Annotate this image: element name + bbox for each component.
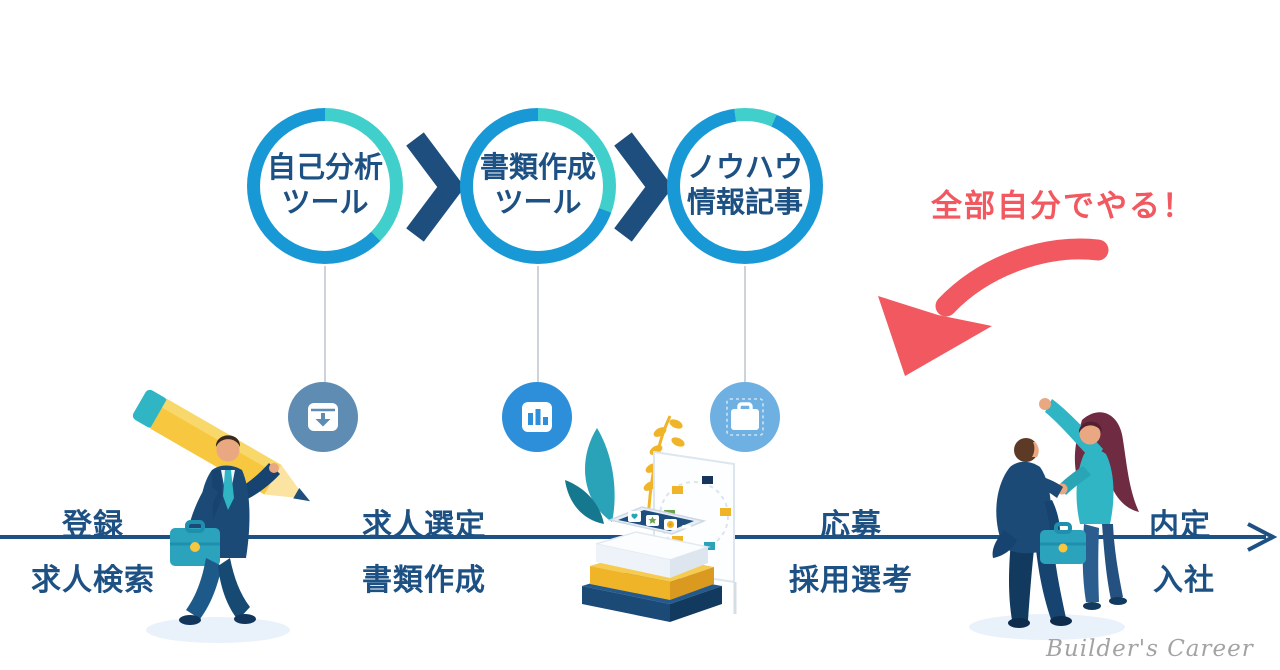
tool-step-1-label: 自己分析 ツール: [260, 121, 390, 251]
tool-step-2: 書類作成 ツール: [460, 108, 616, 264]
bar-chart-icon: [502, 382, 572, 452]
tool-step-1: 自己分析 ツール: [247, 108, 403, 264]
connector-line: [324, 266, 326, 382]
stage-3-top-label: 応募: [820, 509, 882, 542]
brand-watermark: Builder's Career: [1046, 636, 1254, 662]
books-phone-illustration: [565, 415, 737, 622]
handshake-illustration: [969, 398, 1139, 640]
tool-step-3: ノウハウ 情報記事: [667, 108, 823, 264]
tool-step-2-line1: 書類作成: [479, 151, 596, 184]
download-box-glyph: [308, 403, 338, 431]
chevron-right-icon: [614, 132, 669, 242]
connector-line: [537, 266, 539, 382]
stage-1-top-label: 登録: [62, 509, 124, 542]
stage-3-bottom-label: 採用選考: [789, 564, 913, 597]
briefcase-glyph: [726, 398, 764, 436]
stage-2-top-label: 求人選定: [362, 509, 486, 542]
tool-step-3-label: ノウハウ 情報記事: [680, 121, 810, 251]
tool-step-1-line1: 自己分析: [266, 151, 383, 184]
tool-step-3-line1: ノウハウ: [686, 151, 803, 184]
tool-step-3-line2: 情報記事: [686, 187, 803, 219]
bar-chart-glyph: [522, 402, 552, 432]
connector-line: [744, 266, 746, 382]
stage-1-bottom-label: 求人検索: [31, 564, 155, 597]
stage-2-bottom-label: 書類作成: [362, 564, 486, 597]
stage-4-bottom-label: 入社: [1153, 564, 1215, 597]
tool-step-2-line2: ツール: [494, 187, 582, 219]
self-do-note: 全部自分でやる！: [931, 188, 1195, 224]
briefcase-icon: [710, 382, 780, 452]
tool-step-2-label: 書類作成 ツール: [473, 121, 603, 251]
download-box-icon: [288, 382, 358, 452]
chevron-right-icon: [406, 132, 461, 242]
jobseeker-illustration: [132, 389, 311, 643]
stage-4-top-label: 内定: [1149, 509, 1211, 542]
tool-step-1-line2: ツール: [281, 187, 369, 219]
curved-arrow-icon: [878, 238, 1109, 376]
